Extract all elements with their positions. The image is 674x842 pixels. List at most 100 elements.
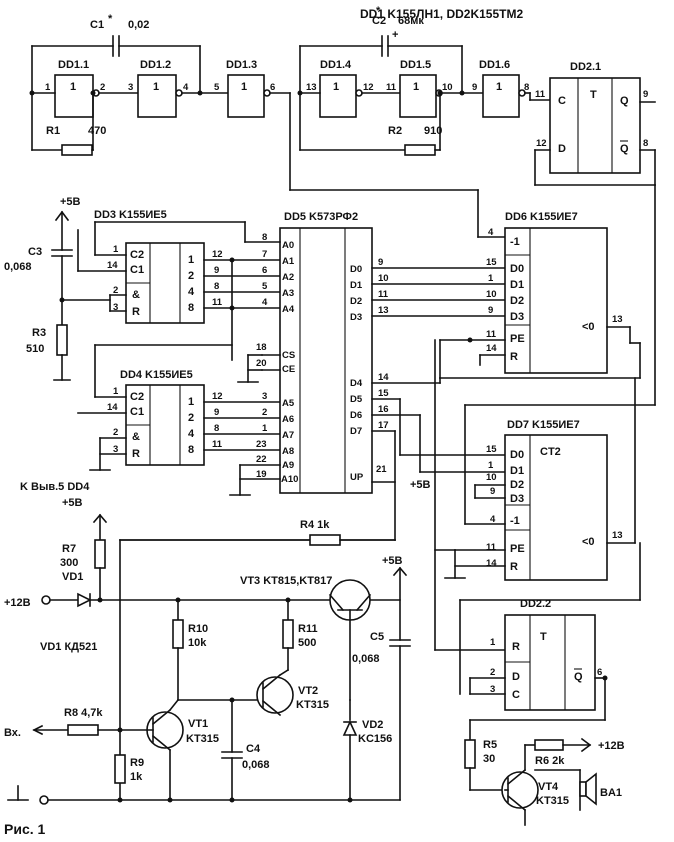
svg-text:A6: A6 [282,414,294,425]
svg-text:2: 2 [188,270,194,282]
svg-text:R: R [132,448,140,460]
svg-text:C1: C1 [130,264,144,276]
svg-text:<0: <0 [582,536,595,548]
svg-text:D7: D7 [350,426,362,437]
svg-text:5: 5 [214,82,220,93]
svg-text:1: 1 [70,81,76,93]
dd6-label: DD6 K155ИЕ7 [505,211,578,223]
r2-label: R2 [388,125,402,137]
svg-text:D3: D3 [510,311,524,323]
svg-text:15: 15 [486,257,497,268]
r10-value: 10k [188,637,207,649]
r11-resistor [282,619,294,649]
svg-text:14: 14 [486,558,497,569]
svg-text:10: 10 [378,273,389,284]
svg-text:11: 11 [212,439,223,450]
dd1-2-inverter [137,74,177,118]
svg-text:A3: A3 [282,288,294,299]
plus12-input: +12B [4,597,31,609]
svg-text:D: D [558,143,566,155]
svg-text:12: 12 [363,82,374,93]
svg-text:A10: A10 [281,474,298,485]
c3-value: 0,068 [4,261,32,273]
svg-text:C1: C1 [130,406,144,418]
k-output-label: K Выв.5 DD4 [20,481,90,493]
dd1-6-label: DD1.6 [479,59,510,71]
svg-text:1: 1 [113,244,119,255]
svg-text:11: 11 [386,82,397,93]
svg-text:2: 2 [262,407,267,418]
vt1-label: VT1 [188,718,208,730]
r7-label: R7 [62,543,76,555]
vd2-zener [342,720,358,736]
svg-text:D3: D3 [350,312,362,323]
svg-text:1: 1 [262,423,268,434]
svg-text:9: 9 [472,82,477,93]
svg-text:&: & [132,289,140,301]
svg-text:19: 19 [256,469,267,480]
svg-text:8: 8 [524,82,529,93]
dd1-4-label: DD1.4 [320,59,352,71]
svg-text:6: 6 [597,667,602,678]
plus12-terminal[interactable] [41,595,51,605]
ba1-label: BA1 [600,787,622,799]
svg-text:CS: CS [282,350,295,361]
r3-label: R3 [32,327,46,339]
r10-label: R10 [188,623,208,635]
svg-text:D4: D4 [350,378,363,389]
svg-text:R: R [510,351,518,363]
vd2-label: VD2 [362,719,383,731]
plus5-left: +5B [62,497,83,509]
svg-text:5: 5 [262,281,268,292]
svg-text:C: C [558,95,566,107]
svg-text:8: 8 [643,138,648,149]
r9-label: R9 [130,757,144,769]
svg-text:R: R [132,306,140,318]
svg-text:C2: C2 [130,391,144,403]
svg-text:22: 22 [256,454,267,465]
svg-text:A9: A9 [282,460,294,471]
ground-terminal[interactable] [39,795,49,805]
r4-label: R4 1k [300,519,330,531]
svg-text:11: 11 [378,289,389,300]
svg-text:UP: UP [350,472,364,483]
svg-text:10: 10 [486,289,497,300]
svg-text:D1: D1 [510,465,524,477]
svg-text:9: 9 [214,265,219,276]
svg-text:D2: D2 [510,479,524,491]
r5-label: R5 [483,739,497,751]
dd3-label: DD3 K155ИЕ5 [94,209,167,221]
svg-text:A7: A7 [282,430,294,441]
svg-text:8: 8 [214,281,219,292]
r1-value: 470 [88,125,106,137]
vt4-label: VT4 [538,781,559,793]
svg-text:14: 14 [486,343,497,354]
svg-text:D6: D6 [350,410,362,421]
svg-text:*: * [108,13,113,25]
svg-text:4: 4 [183,82,189,93]
dd1-5-label: DD1.5 [400,59,431,71]
svg-text:9: 9 [488,305,493,316]
c5-label: C5 [370,631,384,643]
r2-resistor [404,144,436,156]
svg-text:2: 2 [100,82,105,93]
dd7-label: DD7 K155ИЕ7 [507,419,580,431]
r1-resistor [61,144,93,156]
svg-text:4: 4 [262,297,268,308]
r8-label: R8 4,7k [64,707,103,719]
svg-text:14: 14 [107,260,118,271]
dd4-label: DD4 K155ИЕ5 [120,369,193,381]
header-title: DD1 K155ЛН1, DD2K155TM2 [360,7,523,21]
r5-value: 30 [483,753,495,765]
r6-label: R6 2k [535,755,565,767]
svg-text:15: 15 [486,444,497,455]
svg-text:A8: A8 [282,446,294,457]
svg-text:&: & [132,431,140,443]
svg-text:14: 14 [378,372,389,383]
svg-text:D0: D0 [350,264,362,275]
svg-text:1: 1 [188,254,194,266]
svg-text:9: 9 [643,89,648,100]
svg-text:11: 11 [486,329,497,340]
dd2-1-flipflop [549,77,641,174]
